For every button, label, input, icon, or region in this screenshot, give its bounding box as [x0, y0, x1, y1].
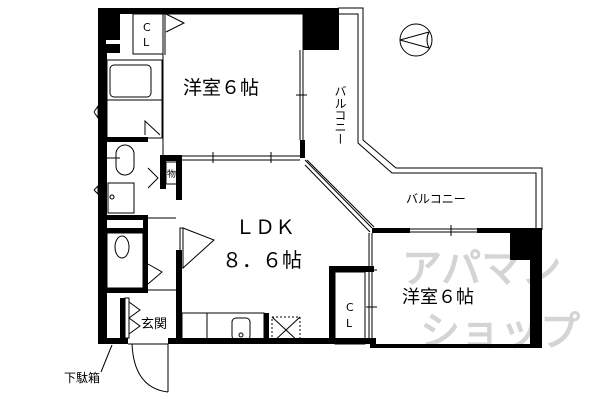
thin-lines	[93, 13, 477, 393]
room-label-western1: 洋室６帖	[183, 77, 259, 99]
watermark-line2: ショップ	[420, 309, 580, 355]
labels: 洋室６帖 ＬＤＫ ８．６帖 洋室６帖 バルコニー バルコニー C L C L 物…	[64, 21, 474, 385]
room-label-western2: 洋室６帖	[402, 287, 474, 308]
closet2-l: L	[346, 317, 353, 330]
room-label-ldk-size: ８．６帖	[222, 248, 302, 272]
storage-label: 物	[167, 168, 176, 180]
entrance-label: 玄関	[141, 317, 167, 332]
room-label-ldk: ＬＤＫ	[235, 215, 295, 239]
walls	[98, 8, 542, 348]
balcony-outline	[338, 7, 543, 230]
closet1-c: C	[143, 21, 151, 34]
closet1-l: L	[143, 36, 150, 49]
room-label-balcony-horizontal: バルコニー	[406, 192, 466, 206]
closet2-c: C	[346, 301, 354, 314]
north-compass-icon	[399, 23, 433, 57]
room-label-balcony-vertical: バルコニー	[333, 85, 347, 145]
shoe-box-label: 下駄箱	[64, 370, 100, 385]
